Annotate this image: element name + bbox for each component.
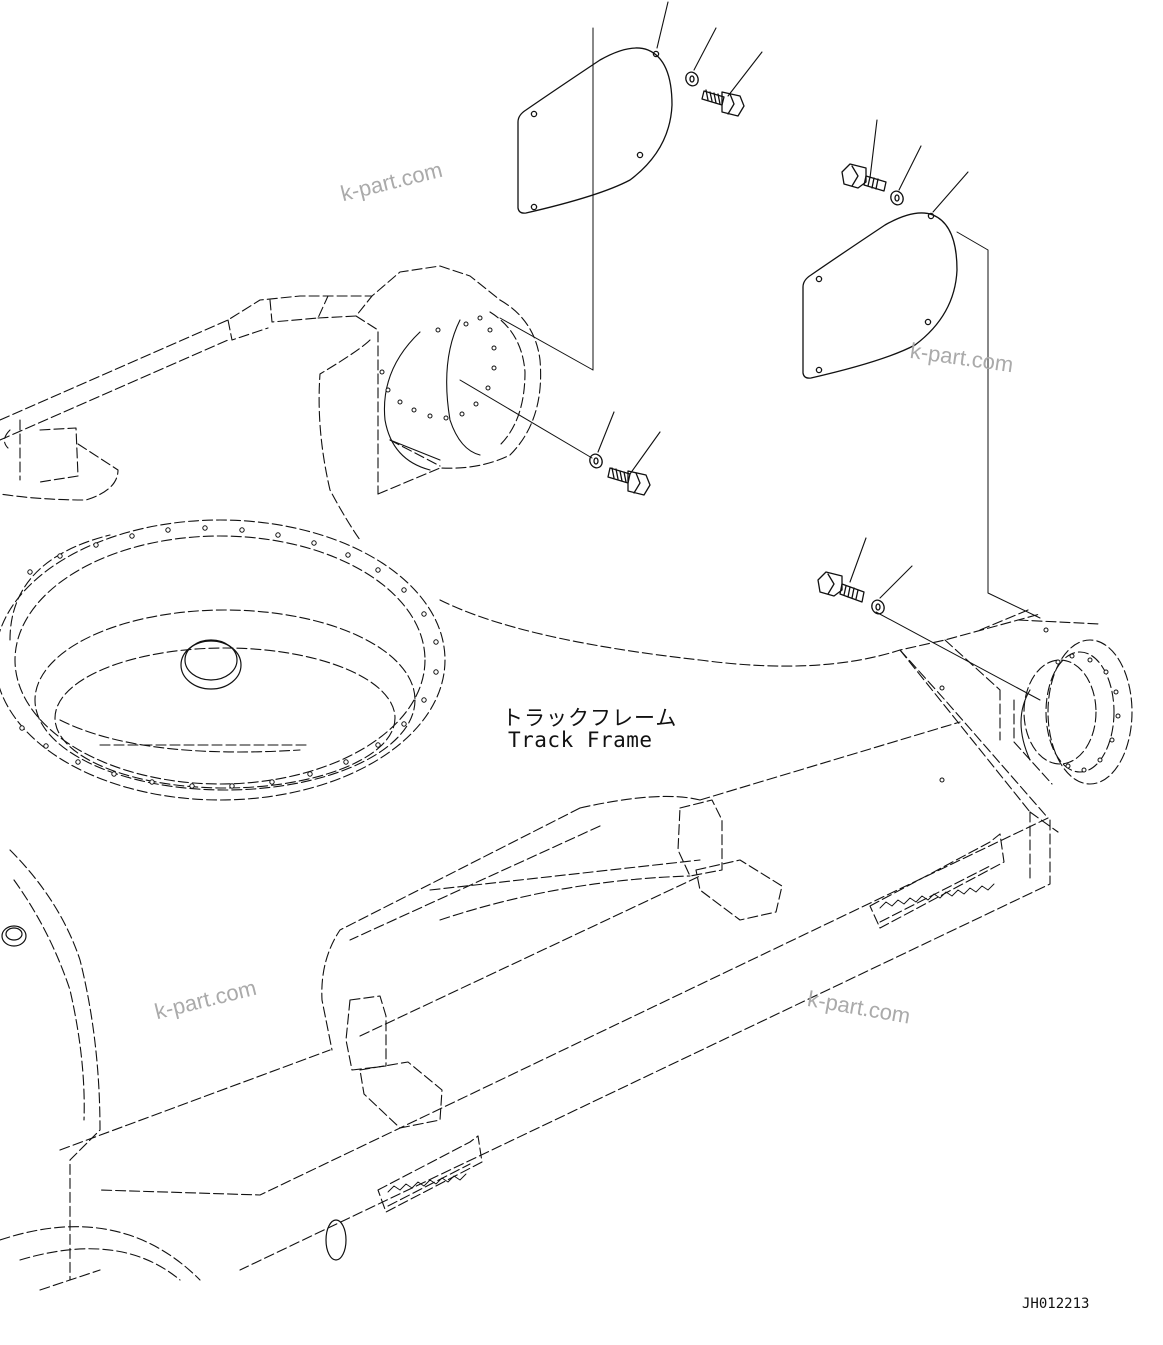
bolt-left-lower[interactable] <box>607 467 651 496</box>
washer-left-lower[interactable] <box>588 452 605 470</box>
bolt-right-lower[interactable] <box>817 571 865 603</box>
washer-right-upper[interactable] <box>889 189 906 207</box>
bearing-bolt-holes <box>19 315 1121 789</box>
leader-lines <box>597 1 969 599</box>
cover-plate-right[interactable] <box>802 212 958 379</box>
bolt-right-upper[interactable] <box>841 163 887 192</box>
part-name-japanese: トラックフレーム <box>502 706 678 730</box>
center-boss <box>1 639 347 1261</box>
part-name-english: Track Frame <box>508 728 653 752</box>
bolt-left-upper[interactable] <box>701 89 745 117</box>
cover-plate-left[interactable] <box>517 47 673 214</box>
track-frame-body <box>0 265 1133 1291</box>
washer-left-upper[interactable] <box>684 70 701 88</box>
washer-right-lower[interactable] <box>870 598 887 616</box>
track-frame-solid-details <box>383 319 1031 761</box>
drawing-number: JH012213 <box>1022 1296 1090 1312</box>
